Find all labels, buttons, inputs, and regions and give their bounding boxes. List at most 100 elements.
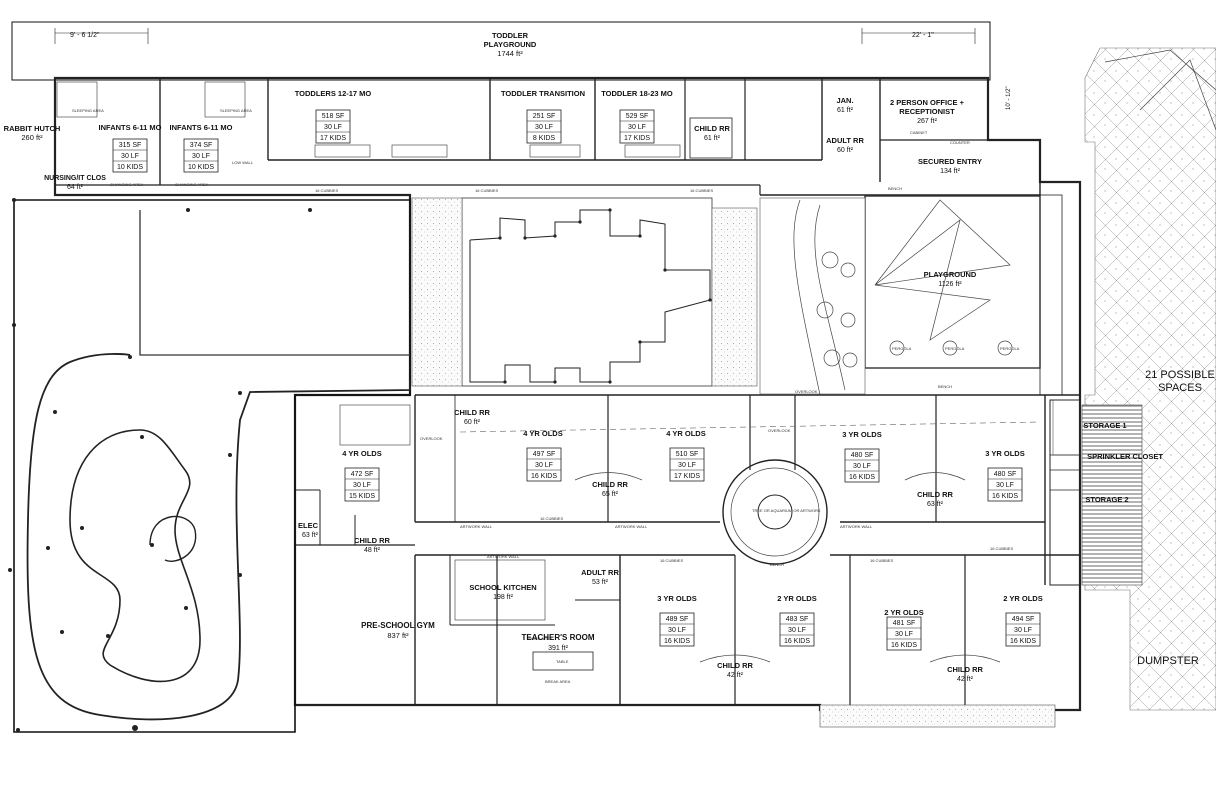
elec-area: 63 ft²	[302, 532, 319, 539]
label-artwork-wall-4: ARTWORK WALL	[487, 554, 520, 559]
classroom-name: 4 YR OLDS	[666, 429, 705, 438]
storage1-name: STORAGE 1	[1083, 421, 1126, 430]
capacity-line: 30 LF	[668, 627, 686, 634]
child-rr-4c-name: CHILD RR	[354, 536, 390, 545]
capacity-line: 251 SF	[533, 113, 556, 120]
capacity-line: 16 KIDS	[891, 642, 917, 649]
classroom-name: 3 YR OLDS	[985, 449, 1024, 458]
capacity-box	[112, 138, 148, 173]
preschool-gym-area: 837 ft²	[387, 631, 409, 640]
capacity-line: 8 KIDS	[533, 135, 556, 142]
capacity-line: 30 LF	[535, 124, 553, 131]
label-counter: COUNTER	[950, 140, 970, 145]
building-walls	[53, 76, 1143, 712]
label-bench-2: BENCH	[938, 384, 952, 389]
capacity-line: 497 SF	[533, 451, 556, 458]
label-sleeping-area: SLEEPING AREA	[72, 108, 104, 113]
courtyard-path	[469, 199, 1013, 396]
child-rr-3a-name: CHILD RR	[917, 490, 953, 499]
landscape-strips	[411, 197, 1056, 728]
capacity-line: 510 SF	[676, 451, 699, 458]
child-rr-3c-name: CHILD RR	[717, 661, 753, 670]
toddler-playground-area: 1744 ft²	[497, 49, 523, 58]
capacity-box	[659, 612, 695, 647]
label-bench-3: BENCH	[770, 562, 784, 567]
capacity-line: 16 KIDS	[784, 638, 810, 645]
capacity-line: 30 LF	[535, 462, 553, 469]
furniture	[56, 81, 1081, 671]
capacity-line: 315 SF	[119, 142, 142, 149]
classroom-name: INFANTS 6-11 MO	[170, 123, 233, 132]
parking-line-1: 21 POSSIBLE	[1145, 369, 1215, 381]
capacity-line: 16 KIDS	[1010, 638, 1036, 645]
capacity-box	[315, 109, 351, 144]
sprinkler-name: SPRINKLER CLOSET	[1087, 452, 1163, 461]
capacity-line: 481 SF	[893, 620, 916, 627]
classroom-name: INFANTS 6-11 MO	[99, 123, 162, 132]
classroom-name: TODDLER TRANSITION	[501, 89, 585, 98]
label-overlook-2: OVERLOOK	[768, 428, 791, 433]
capacity-line: 16 KIDS	[664, 638, 690, 645]
child-rr-top-name: CHILD RR	[694, 124, 730, 133]
toddler-playground-name-2: PLAYGROUND	[484, 40, 537, 49]
label-cabinet: CABINET	[910, 130, 928, 135]
space-labels: RABBIT HUTCH 260 ft² NURSING/IT CLOS 64 …	[4, 96, 1215, 683]
capacity-line: 30 LF	[628, 124, 646, 131]
capacity-line: 30 LF	[895, 631, 913, 638]
rabbit-hutch-area: 260 ft²	[21, 133, 43, 142]
office-area: 267 ft²	[917, 118, 938, 125]
label-low-wall: LOW WALL	[232, 160, 254, 165]
child-rr-top-area: 61 ft²	[704, 135, 721, 142]
capacity-line: 518 SF	[322, 113, 345, 120]
rabbit-hutch-name: RABBIT HUTCH	[4, 124, 61, 133]
capacity-box	[1005, 612, 1041, 647]
child-rr-mid-name: CHILD RR	[454, 408, 490, 417]
classroom-name: 4 YR OLDS	[342, 449, 381, 458]
label-cubbies-6: 16 CUBBIES	[660, 558, 683, 563]
label-bench-1: BENCH	[888, 186, 902, 191]
capacity-line: 30 LF	[853, 463, 871, 470]
teachers-room-area: 391 ft²	[548, 645, 569, 652]
secured-entry-name: SECURED ENTRY	[918, 157, 982, 166]
capacity-line: 494 SF	[1012, 616, 1035, 623]
capacity-line: 10 KIDS	[188, 164, 214, 171]
capacity-line: 30 LF	[353, 482, 371, 489]
storage2-name: STORAGE 2	[1085, 495, 1128, 504]
label-tree: TREE OR AQUARIUM OR ARTWORK	[752, 508, 821, 513]
office-name-2: RECEPTIONIST	[899, 107, 955, 116]
label-cubbies-3: 16 CUBBIES	[690, 188, 713, 193]
adult-rr-top-name: ADULT RR	[826, 136, 864, 145]
label-cubbies-7: 16 CUBBIES	[870, 558, 893, 563]
child-rr-3a-area: 63 ft²	[927, 501, 944, 508]
rotunda	[459, 421, 1041, 565]
capacity-box	[619, 109, 655, 144]
label-pergola-3: PERGOLA	[1000, 346, 1020, 351]
classroom-toddler-transition: TODDLER TRANSITION 251 SF 30 LF 8 KIDS	[501, 89, 585, 144]
child-rr-4c-area: 48 ft²	[364, 547, 381, 554]
child-rr-2b-name: CHILD RR	[947, 665, 983, 674]
office-name-1: 2 PERSON OFFICE +	[890, 98, 965, 107]
capacity-box	[526, 447, 562, 482]
dim-right: 22' - 1"	[912, 32, 934, 39]
secured-entry-area: 134 ft²	[940, 168, 961, 175]
child-rr-2b-area: 42 ft²	[957, 676, 974, 683]
capacity-box	[669, 447, 705, 482]
capacity-line: 30 LF	[121, 153, 139, 160]
classroom-name: 2 YR OLDS	[777, 594, 816, 603]
toddler-playground-name-1: TODDLER	[492, 31, 529, 40]
label-cubbies-5: 16 CUBBIES	[990, 546, 1013, 551]
capacity-box	[844, 448, 880, 483]
elec-name: ELEC	[298, 521, 319, 530]
classroom-name: TODDLER 18-23 MO	[601, 89, 673, 98]
child-rr-4a-name: CHILD RR	[592, 480, 628, 489]
label-artwork-wall-1: ARTWORK WALL	[460, 524, 493, 529]
